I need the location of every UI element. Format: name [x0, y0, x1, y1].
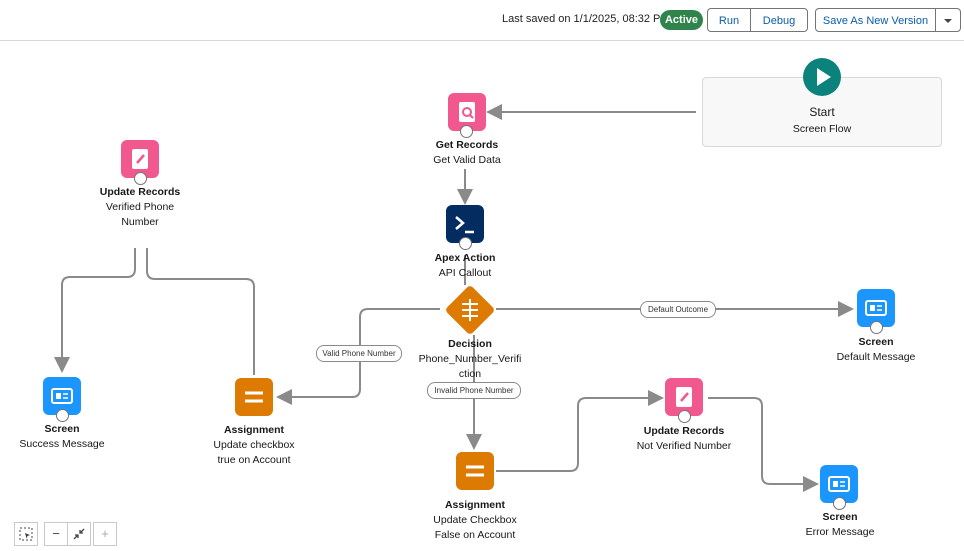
apex-action-type: Apex Action: [434, 252, 496, 264]
update-verified-type: Update Records: [99, 186, 181, 198]
get-records-name: Get Valid Data: [433, 154, 501, 166]
assignment-true-name-line2: true on Account: [217, 454, 291, 466]
flow-canvas[interactable]: Start Screen Flow Get Records Get Valid …: [0, 41, 964, 551]
connector-update-error: [708, 397, 819, 492]
assignment-true-element[interactable]: [235, 378, 273, 416]
start-subtitle: Screen Flow: [792, 123, 852, 135]
connector-assign-false-update: [496, 390, 664, 472]
update-records-not-verified-element[interactable]: [665, 378, 703, 416]
screen-success-type: Screen: [44, 423, 80, 435]
screen-icon: [865, 300, 887, 316]
decision-diamond[interactable]: [445, 285, 496, 336]
decision-type: Decision: [448, 338, 492, 350]
port[interactable]: [870, 321, 883, 334]
chevron-down-icon: [944, 19, 952, 23]
connector-label-default[interactable]: Default Outcome: [640, 301, 716, 318]
fit-view-icon: [73, 528, 85, 540]
screen-success-name: Success Message: [19, 438, 105, 450]
connector-label-invalid[interactable]: Invalid Phone Number: [427, 382, 521, 399]
port[interactable]: [56, 409, 69, 422]
screen-default-name: Default Message: [836, 351, 916, 363]
apex-action-element[interactable]: [446, 205, 484, 243]
assignment-true-name-line1: Update checkbox: [213, 439, 295, 451]
assignment-false-element[interactable]: [456, 452, 494, 490]
port[interactable]: [134, 172, 147, 185]
assignment-icon: [466, 465, 484, 477]
apex-terminal-icon: [455, 216, 474, 234]
assignment-false-name-line2: False on Account: [434, 529, 516, 541]
port[interactable]: [678, 410, 691, 423]
update-records-verified-element[interactable]: [121, 140, 159, 178]
update-verified-name-line2: Number: [121, 216, 159, 228]
last-saved-text: Last saved on 1/1/2025, 08:32 PM: [502, 13, 670, 25]
start-title: Start: [809, 105, 835, 119]
screen-error-type: Screen: [822, 511, 858, 523]
port[interactable]: [459, 237, 472, 250]
decision-name-line1: Phone_Number_Verifi: [418, 353, 522, 365]
fit-view-button[interactable]: [67, 522, 91, 546]
assignment-icon: [245, 391, 263, 403]
debug-button[interactable]: Debug: [750, 8, 808, 32]
apex-action-name: API Callout: [438, 267, 492, 279]
record-update-icon: [676, 387, 692, 407]
port[interactable]: [833, 497, 846, 510]
screen-icon: [828, 476, 850, 492]
decision-name-line2: ction: [458, 368, 482, 380]
connector-assign-true-loop: [146, 248, 255, 375]
assignment-false-type: Assignment: [444, 499, 506, 511]
assignment-false-name-line1: Update Checkbox: [433, 514, 517, 526]
save-as-new-version-button[interactable]: Save As New Version: [815, 8, 936, 32]
screen-default-element[interactable]: [857, 289, 895, 327]
select-elements-button[interactable]: [14, 522, 38, 546]
screen-success-element[interactable]: [43, 377, 81, 415]
run-button[interactable]: Run: [707, 8, 751, 32]
screen-icon: [51, 388, 73, 404]
zoom-out-button[interactable]: −: [44, 522, 68, 546]
get-records-element[interactable]: [448, 93, 486, 131]
decision-icon: [462, 299, 478, 321]
port[interactable]: [460, 125, 473, 138]
assignment-true-type: Assignment: [223, 424, 285, 436]
update-not-verified-name: Not Verified Number: [636, 440, 732, 452]
save-options-dropdown[interactable]: [935, 8, 961, 32]
record-lookup-icon: [459, 102, 475, 122]
get-records-type: Get Records: [435, 139, 499, 151]
record-update-icon: [132, 149, 148, 169]
screen-error-element[interactable]: [820, 465, 858, 503]
update-verified-name-line1: Verified Phone: [105, 201, 175, 213]
connector-label-valid[interactable]: Valid Phone Number: [316, 345, 402, 362]
status-badge: Active: [660, 10, 703, 30]
builder-header: Last saved on 1/1/2025, 08:32 PM Active …: [0, 0, 964, 41]
connector-update-success: [54, 248, 136, 373]
update-not-verified-type: Update Records: [643, 425, 725, 437]
select-elements-icon: [19, 527, 33, 541]
zoom-in-button[interactable]: +: [93, 522, 117, 546]
screen-default-type: Screen: [858, 336, 894, 348]
play-icon: [803, 58, 841, 96]
screen-error-name: Error Message: [805, 526, 875, 538]
